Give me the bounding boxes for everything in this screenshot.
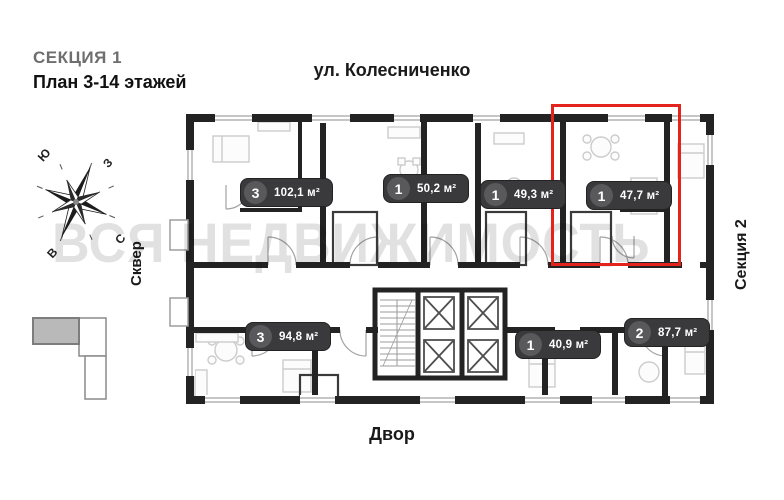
balconies xyxy=(169,219,189,327)
apartment-area-label: 87,7 м² xyxy=(658,326,698,339)
section-title: СЕКЦИЯ 1 xyxy=(33,48,123,67)
apartment-badge[interactable]: 1 47,7 м² xyxy=(586,181,673,210)
street-label-top: ул. Колесниченко xyxy=(313,60,471,80)
apartment-badge[interactable]: 3 102,1 м² xyxy=(240,178,333,207)
building-minimap xyxy=(32,317,107,400)
apartment-badge[interactable]: 3 94,8 м² xyxy=(245,322,332,351)
apartment-area-label: 50,2 м² xyxy=(417,182,457,195)
compass-icon xyxy=(36,162,116,242)
apartment-area-label: 47,7 м² xyxy=(620,189,660,202)
apartment-badge[interactable]: 1 40,9 м² xyxy=(515,330,602,359)
apartment-area-label: 40,9 м² xyxy=(549,338,589,351)
apartment-area-label: 94,8 м² xyxy=(279,330,319,343)
apartment-badge[interactable]: 1 50,2 м² xyxy=(383,174,470,203)
apartment-badge[interactable]: 1 49,3 м² xyxy=(480,180,567,209)
room-count-circle: 3 xyxy=(244,181,267,204)
yard-label-bottom: Двор xyxy=(369,424,415,444)
apartment-area-label: 49,3 м² xyxy=(514,188,554,201)
room-count-circle: 2 xyxy=(628,321,651,344)
room-count-circle: 1 xyxy=(519,333,542,356)
windows xyxy=(185,113,715,405)
apartment-area-label: 102,1 м² xyxy=(274,186,320,199)
room-count-circle: 1 xyxy=(590,184,613,207)
staircase xyxy=(380,299,415,367)
section2-label-right: Секция 2 xyxy=(733,219,750,291)
minimap-current-section xyxy=(32,317,80,345)
apartment-badge[interactable]: 2 87,7 м² xyxy=(624,318,711,347)
room-count-circle: 3 xyxy=(249,325,272,348)
page-title: План 3-14 этажей xyxy=(33,72,187,92)
room-count-circle: 1 xyxy=(387,177,410,200)
room-count-circle: 1 xyxy=(484,183,507,206)
elevator-shafts xyxy=(423,296,499,373)
